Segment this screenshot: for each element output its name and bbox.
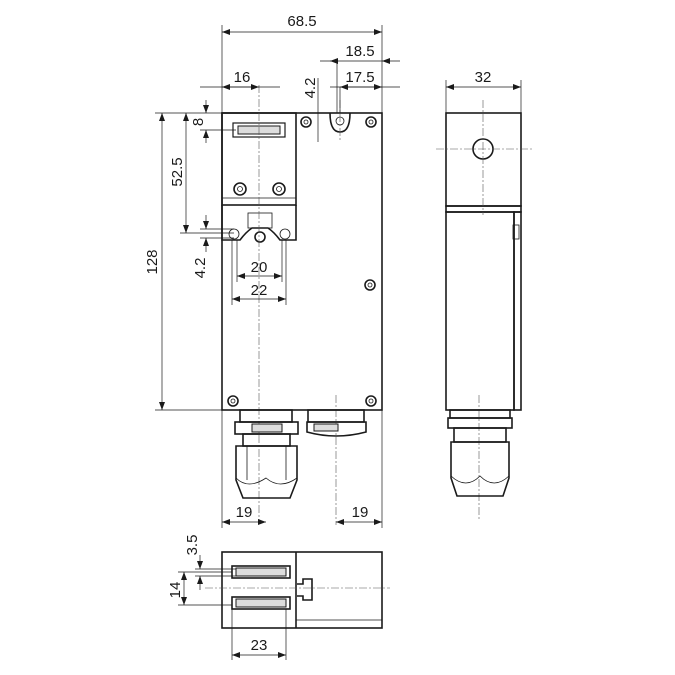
dim-lower-hole-offset: 4.2 <box>192 258 209 279</box>
screw-icon <box>233 182 247 196</box>
screw-icon <box>254 231 266 243</box>
side-view <box>436 100 532 520</box>
dim-slot-depth: 8 <box>190 118 207 126</box>
bottom-view <box>205 551 390 629</box>
dim-overall-width: 68.5 <box>287 13 316 30</box>
dim-hole-spacing-inner: 20 <box>251 259 268 276</box>
screw-icon <box>227 395 239 407</box>
dim-gland-left: 19 <box>236 504 253 521</box>
dim-slot-width: 23 <box>251 637 268 654</box>
dim-side-width: 32 <box>475 69 492 86</box>
screw-icon <box>272 182 286 196</box>
mounting-hole-icon <box>228 228 240 240</box>
screw-icon <box>365 116 377 128</box>
dim-gland-right: 19 <box>352 504 369 521</box>
mounting-hole-icon <box>279 228 291 240</box>
dim-actuator-height: 52.5 <box>169 157 186 186</box>
front-view <box>221 85 383 525</box>
cable-gland-right <box>306 409 367 437</box>
dimensions: 68.5 18.5 17.5 16 4.2 128 52.5 8 4.2 <box>144 13 522 660</box>
dim-slot-spacing: 14 <box>167 582 184 599</box>
dim-slot-offset: 3.5 <box>184 535 201 556</box>
dim-lug-inner: 17.5 <box>345 69 374 86</box>
dim-overall-height: 128 <box>144 249 161 274</box>
screw-icon <box>365 395 377 407</box>
dim-hole-spacing-outer: 22 <box>251 282 268 299</box>
screw-icon <box>300 116 312 128</box>
screw-icon <box>364 279 376 291</box>
dim-lug-outer: 18.5 <box>345 43 374 60</box>
dim-lug-height: 4.2 <box>302 78 319 99</box>
cable-gland-left <box>234 409 299 499</box>
dim-actuator-center: 16 <box>234 69 251 86</box>
